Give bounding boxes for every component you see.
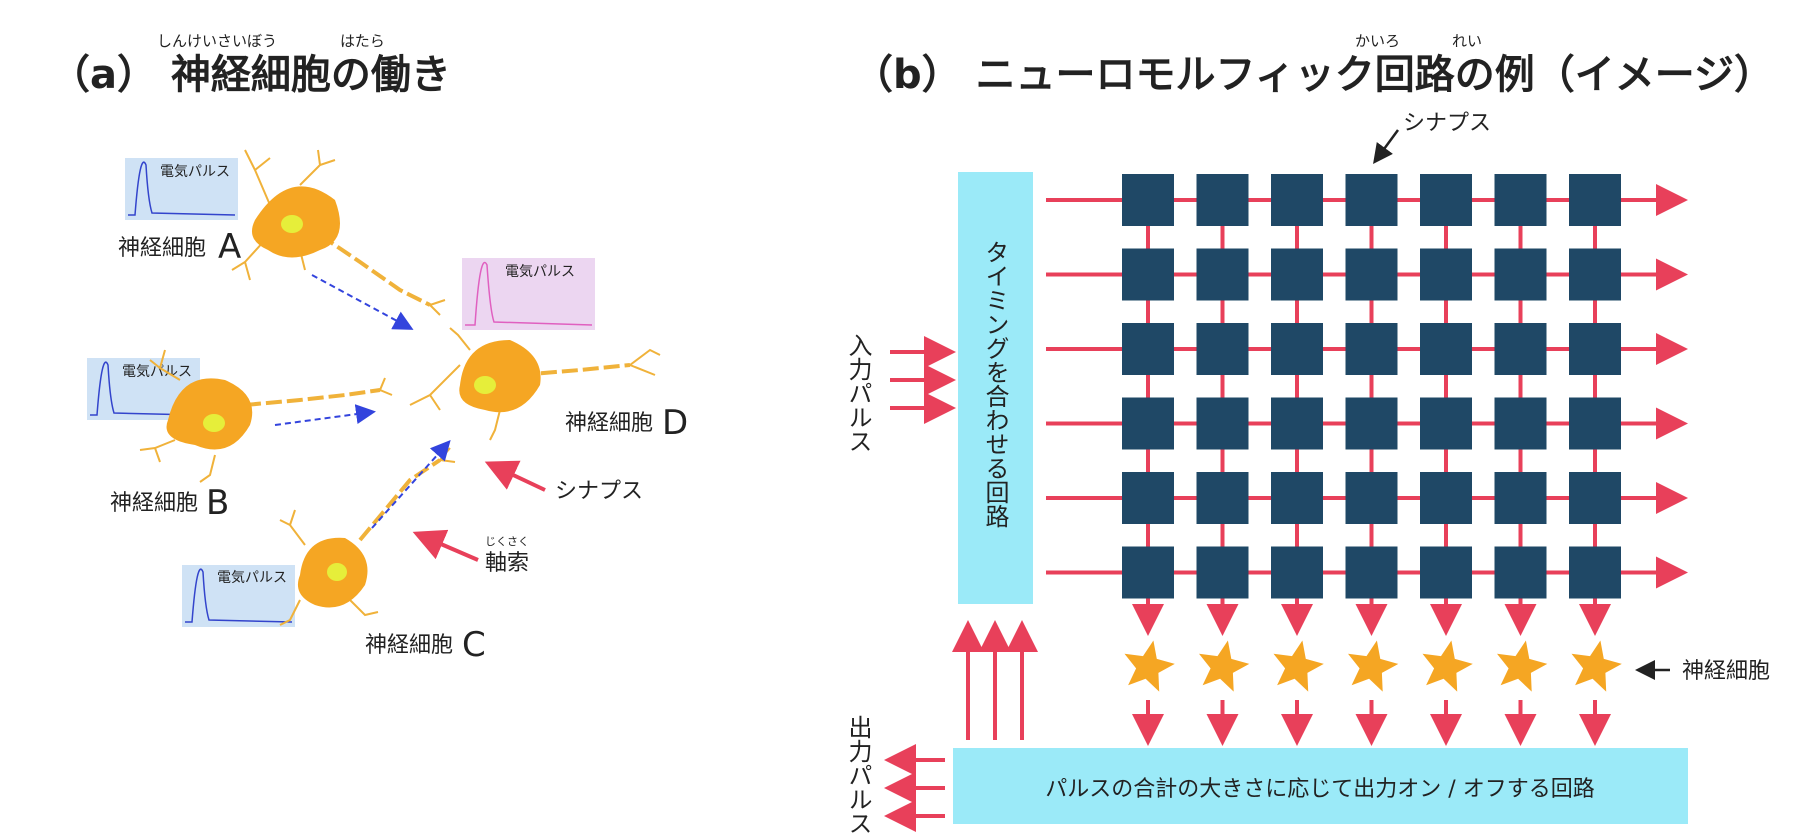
neuron-b-label: 神経細胞 — [110, 491, 198, 516]
synapse-node — [1569, 174, 1621, 226]
neuron-a — [231, 149, 446, 316]
signal-arrow-c — [371, 440, 451, 529]
pulse-label-a: 電気パルス — [160, 164, 230, 180]
neuron-star-4 — [1348, 640, 1399, 692]
synapse-label-b: シナプス — [1403, 111, 1491, 136]
output-circuit-box — [953, 748, 1688, 824]
neuron-a-label: 神経細胞 — [118, 236, 206, 261]
synapse-node — [1196, 174, 1249, 226]
synapse-node — [1122, 323, 1174, 375]
synapse-pointer — [484, 460, 546, 492]
synapse-pointer-b — [1373, 129, 1400, 165]
synapse-node — [1271, 174, 1323, 226]
synapse-node — [1196, 397, 1249, 450]
axon-label: 軸索 — [485, 551, 529, 576]
synapse-node — [1345, 546, 1398, 599]
pulse-box-c: 電気パルス — [182, 565, 295, 627]
neuron-c-label: 神経細胞 — [365, 633, 453, 658]
synapse-node — [1569, 323, 1621, 375]
synapse-node — [1420, 472, 1472, 524]
synapse-node — [1122, 472, 1174, 524]
synapse-node — [1345, 174, 1398, 226]
input-arrows — [890, 336, 956, 424]
neuron-star-2 — [1199, 640, 1250, 692]
output-circuit-label: パルスの合計の大きさに応じて出力オン / オフする回路 — [1045, 777, 1594, 802]
synapse-node — [1420, 174, 1472, 226]
neuron-d — [409, 327, 661, 441]
synapse-node — [1420, 323, 1472, 375]
synapse-node — [1420, 248, 1472, 301]
synapse-node — [1122, 546, 1174, 599]
synapse-node — [1569, 472, 1621, 524]
synapse-node — [1569, 248, 1621, 301]
neuron-star-1 — [1124, 640, 1175, 692]
neuron-b-letter: B — [206, 483, 229, 523]
neuron-star-7 — [1571, 640, 1622, 692]
synapse-node — [1271, 397, 1323, 450]
synapse-node — [1420, 397, 1472, 450]
synapse-node — [1122, 248, 1174, 301]
synapse-grid — [1046, 174, 1688, 746]
feedback-arrows — [952, 620, 1038, 740]
neuron-a-letter: A — [218, 227, 241, 267]
panel-a-ruby-1: しんけいさいぼう — [157, 32, 277, 50]
synapse-node — [1122, 174, 1174, 226]
synapse-node — [1196, 546, 1249, 599]
synapse-node — [1494, 174, 1547, 226]
synapse-label-a: シナプス — [555, 479, 643, 504]
panel-a-ruby-2: はたら — [340, 32, 385, 50]
pulse-label-c: 電気パルス — [217, 570, 287, 586]
axon-ruby: じくさく — [485, 535, 529, 548]
synapse-node — [1345, 397, 1398, 450]
synapse-node — [1420, 546, 1472, 599]
neuron-d-label: 神経細胞 — [565, 411, 653, 436]
timing-circuit-box — [958, 172, 1033, 604]
synapse-node — [1494, 248, 1547, 301]
synapse-node — [1196, 323, 1249, 375]
pulse-label-d: 電気パルス — [505, 264, 575, 280]
panel-b-title: （b） ニューロモルフィック回路の例（イメージ） — [853, 52, 1774, 98]
signal-arrow-a — [311, 274, 414, 330]
synapse-node — [1494, 472, 1547, 524]
neuron-star-6 — [1497, 640, 1548, 692]
pulse-box-a: 電気パルス — [125, 158, 238, 220]
synapse-node — [1494, 323, 1547, 375]
input-pulse-label: 入力パルス — [844, 333, 872, 453]
neuron-c-letter: C — [462, 625, 486, 665]
synapse-node — [1345, 472, 1398, 524]
synapse-node — [1271, 546, 1323, 599]
synapse-node — [1271, 323, 1323, 375]
synapse-node — [1271, 248, 1323, 301]
synapse-node — [1494, 397, 1547, 450]
synapse-node — [1271, 472, 1323, 524]
timing-circuit-label: タイミングを合わせる回路 — [981, 240, 1009, 528]
synapse-node — [1494, 546, 1547, 599]
synapse-node — [1569, 397, 1621, 450]
panel-a-title: （a） 神経細胞の働き — [50, 52, 451, 98]
synapse-node — [1345, 248, 1398, 301]
neuron-c — [279, 447, 456, 626]
neuron-d-letter: D — [662, 403, 688, 443]
output-pulse-label: 出力パルス — [844, 715, 872, 835]
neuron-b — [139, 349, 393, 483]
neuron-label-b: 神経細胞 — [1682, 659, 1770, 684]
panel-b-ruby-2: れい — [1452, 32, 1482, 50]
synapse-node — [1569, 546, 1621, 599]
synapse-node — [1345, 323, 1398, 375]
neuron-star-3 — [1273, 640, 1324, 692]
axon-pointer — [412, 529, 479, 562]
pulse-box-d: 電気パルス — [462, 258, 595, 330]
signal-arrow-b — [274, 404, 376, 426]
panel-b-ruby-1: かいろ — [1355, 32, 1400, 50]
synapse-node — [1122, 397, 1174, 450]
synapse-node — [1196, 472, 1249, 524]
synapse-node — [1196, 248, 1249, 301]
output-arrows — [884, 744, 945, 832]
neuron-star-5 — [1422, 640, 1473, 692]
